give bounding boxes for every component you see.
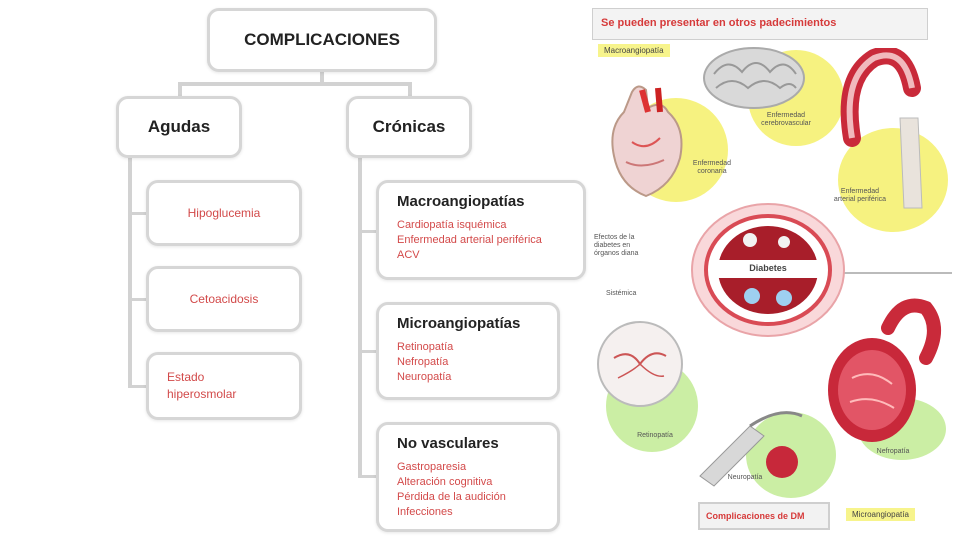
- nonvascular-item: Alteración cognitiva: [397, 476, 493, 488]
- nonvascular-item: Gastroparesia: [397, 461, 467, 473]
- heart-illustration: [611, 85, 683, 198]
- micro-tag: Microangiopatía: [846, 508, 915, 521]
- organ-label: Retinopatía: [637, 432, 673, 439]
- macro-box: Macroangiopatías Cardiopatía isquémica E…: [376, 180, 586, 280]
- macro-heading: Macroangiopatías: [397, 193, 525, 210]
- bottom-badge-text: Complicaciones de DM: [706, 511, 805, 521]
- organ-label: Enfermedad coronaria: [692, 160, 732, 175]
- connector: [358, 475, 378, 478]
- acute-item-label: Estado hiperosmolar: [167, 370, 237, 401]
- root-title: COMPLICACIONES: [244, 30, 400, 49]
- connector: [358, 230, 378, 233]
- macro-item: ACV: [397, 249, 420, 261]
- acute-item-2: Cetoacidosis: [146, 266, 302, 332]
- nonvascular-item: Pérdida de la audición: [397, 491, 506, 503]
- macro-item: Enfermedad arterial periférica: [397, 234, 542, 246]
- macro-tag: Macroangiopatía: [598, 44, 670, 57]
- kidney-illustration: [828, 298, 941, 442]
- diabetes-emblem: [691, 203, 845, 337]
- organ-label: Enfermedad arterial periférica: [833, 188, 887, 203]
- nonvascular-heading: No vasculares: [397, 435, 499, 452]
- macro-item: Cardiopatía isquémica: [397, 219, 507, 231]
- connector: [358, 350, 378, 353]
- connector: [178, 82, 412, 86]
- connector: [358, 156, 362, 478]
- organ-label: Neuropatía: [727, 474, 763, 481]
- artery-illustration: [840, 48, 923, 209]
- divider: [840, 272, 952, 274]
- connector: [408, 82, 412, 98]
- acute-node: Agudas: [116, 96, 242, 158]
- acute-item-label: Hipoglucemia: [187, 206, 261, 220]
- acute-item-label: Cetoacidosis: [189, 292, 259, 306]
- micro-box: Microangiopatías Retinopatía Nefropatía …: [376, 302, 560, 400]
- micro-item: Nefropatía: [397, 356, 449, 368]
- connector: [128, 298, 148, 301]
- acute-heading: Agudas: [147, 117, 211, 136]
- connector: [128, 385, 148, 388]
- nonvascular-item: Infecciones: [397, 506, 453, 518]
- illustration-banner: Se pueden presentar en otros padecimient…: [592, 8, 928, 40]
- chronic-node: Crónicas: [346, 96, 472, 158]
- center-label: Diabetes: [749, 263, 787, 273]
- eye-illustration: [597, 321, 683, 407]
- micro-heading: Microangiopatías: [397, 315, 521, 332]
- root-node: COMPLICACIONES: [207, 8, 437, 72]
- connector: [320, 70, 324, 84]
- nonvascular-box: No vasculares Gastroparesia Alteración c…: [376, 422, 560, 532]
- chronic-heading: Crónicas: [372, 117, 446, 136]
- organ-label: Enfermedad cerebrovascular: [761, 112, 811, 127]
- banner-text: Se pueden presentar en otros padecimient…: [601, 17, 837, 29]
- side-note: Efectos de la diabetes en órganos diana: [594, 234, 639, 257]
- connector: [178, 82, 182, 98]
- acute-item-1: Hipoglucemia: [146, 180, 302, 246]
- bottom-badge: Complicaciones de DM: [698, 502, 830, 530]
- connector: [128, 212, 148, 215]
- micro-item: Neuropatía: [397, 371, 452, 383]
- acute-item-3: Estado hiperosmolar: [146, 352, 302, 420]
- organ-label: Nefropatía: [876, 448, 910, 455]
- neuron-illustration: [699, 411, 803, 487]
- brain-illustration: [703, 47, 805, 109]
- micro-item: Retinopatía: [397, 341, 454, 353]
- side-note-systemic: Sistémica: [606, 290, 637, 297]
- connector: [128, 156, 132, 388]
